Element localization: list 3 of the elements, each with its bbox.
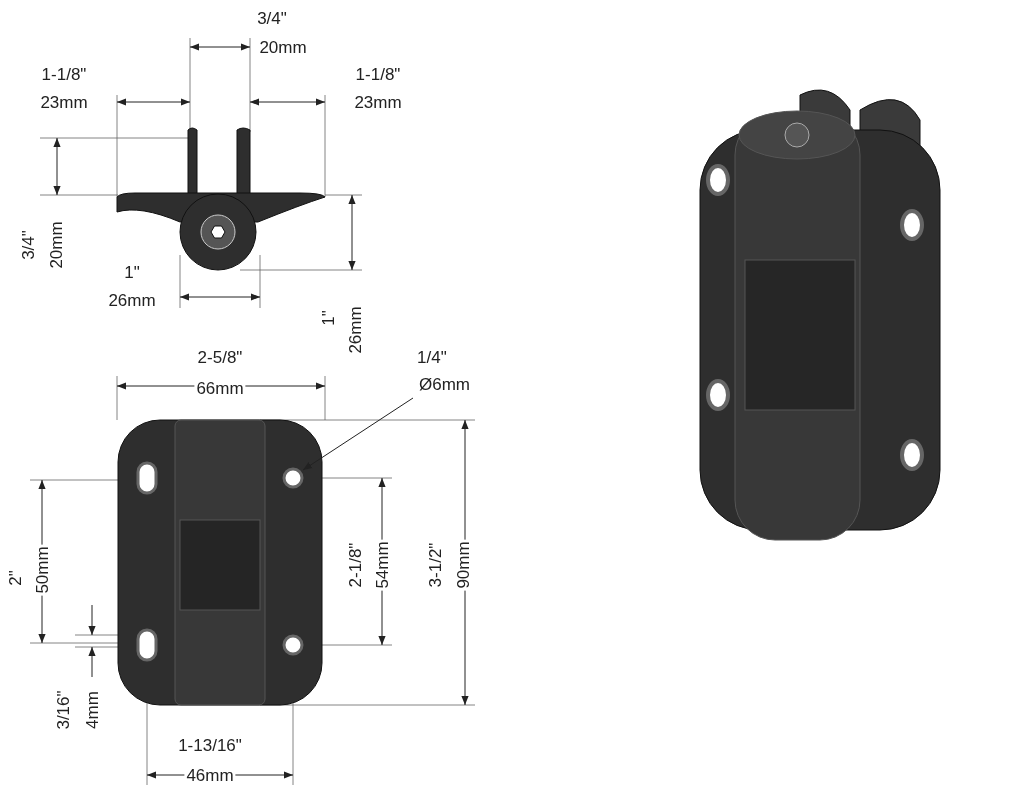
leader-line xyxy=(302,397,414,471)
mounting-hole xyxy=(282,467,304,489)
dimension-label: Ø6mm xyxy=(417,375,472,394)
